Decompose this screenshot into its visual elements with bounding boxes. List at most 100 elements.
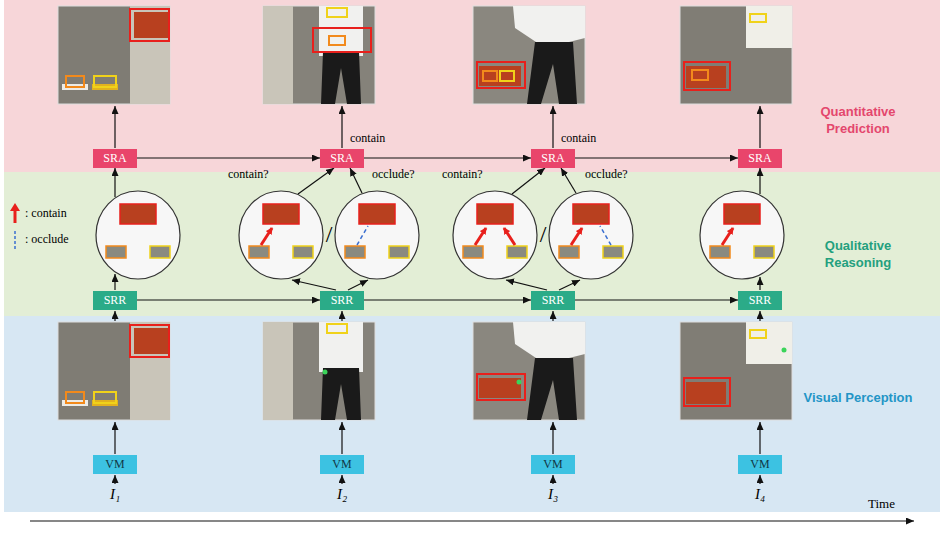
relation-graph	[96, 191, 180, 279]
srr-module: SRR	[738, 291, 782, 310]
bounding-box	[94, 76, 116, 87]
axis-label: Time	[868, 497, 895, 512]
bin	[134, 12, 168, 38]
contain-relation	[504, 228, 515, 245]
person-shirt	[319, 322, 363, 372]
occlude-relation	[357, 226, 368, 245]
shelf	[746, 322, 792, 364]
relation-query: contain?	[442, 168, 483, 182]
graph-outline	[335, 191, 419, 279]
bounding-box	[66, 392, 84, 403]
bounding-box	[477, 374, 525, 400]
flow-connector	[575, 299, 738, 300]
bounding-box	[684, 62, 730, 90]
bounding-box	[313, 28, 371, 52]
legend: : contain: occlude	[8, 200, 69, 252]
module-label: SRR	[749, 293, 772, 307]
frame-image	[473, 322, 585, 420]
module-label: SRA	[330, 151, 353, 165]
relation-graph	[700, 191, 784, 279]
cabinet	[130, 322, 170, 420]
object-icon	[710, 246, 730, 258]
flow-arrow	[552, 475, 553, 484]
band-title: Qualitative Reasoning	[802, 238, 914, 272]
flow-arrow	[114, 106, 115, 148]
frame-image	[263, 6, 375, 104]
flow-arrow	[341, 106, 342, 148]
photo-ground	[473, 322, 585, 420]
bounding-box	[750, 330, 766, 338]
frame-image	[58, 322, 170, 420]
sra-module: SRA	[738, 149, 782, 168]
relation-graph	[239, 191, 323, 279]
wrist-marker	[517, 380, 522, 385]
srr-module: SRR	[93, 291, 137, 310]
module-label: SRA	[541, 151, 564, 165]
contain-sample	[10, 203, 20, 211]
photo-ground	[263, 6, 375, 104]
bin	[686, 382, 726, 404]
vm-module: VM	[738, 455, 782, 474]
photo-ground	[473, 6, 585, 104]
flow-arrow	[114, 168, 115, 197]
band-title: Quantitative Prediction	[802, 104, 914, 138]
vm-module: VM	[531, 455, 575, 474]
graph-outline	[549, 191, 633, 279]
flow-arrow	[759, 277, 760, 290]
relation-graph	[335, 191, 419, 279]
legend-row: : contain	[8, 200, 69, 226]
bounding-box	[66, 76, 84, 87]
frame-image	[680, 6, 792, 104]
bin	[686, 66, 726, 88]
module-label: SRA	[748, 151, 771, 165]
relation-graph	[453, 191, 537, 279]
bounding-box	[750, 14, 766, 22]
vm-module: VM	[93, 455, 137, 474]
frame-image	[263, 322, 375, 420]
object-icon	[359, 204, 395, 224]
object-icon	[603, 246, 623, 258]
object-icon	[389, 246, 409, 258]
legend-row: : occlude	[8, 226, 69, 252]
occlude-sample	[14, 230, 16, 249]
time-axis	[30, 520, 914, 521]
sra-module: SRA	[320, 149, 364, 168]
frame-image	[680, 322, 792, 420]
object-icon	[263, 204, 299, 224]
photo-ground	[58, 6, 170, 104]
flow-arrow	[759, 422, 760, 454]
shelf	[746, 6, 792, 48]
flow-arrow	[759, 168, 760, 194]
contain-relation	[722, 228, 733, 245]
flow-connector	[575, 157, 738, 158]
module-label: VM	[543, 457, 562, 471]
object-icon	[507, 246, 527, 258]
object-icon	[249, 246, 269, 258]
object-icon	[106, 246, 126, 258]
legend-sample	[8, 202, 22, 224]
module-label: VM	[750, 457, 769, 471]
relation-output: contain	[350, 132, 385, 146]
flow-arrow	[341, 311, 342, 321]
photo-ground	[58, 322, 170, 420]
graph-outline	[239, 191, 323, 279]
flow-arrow	[759, 106, 760, 148]
wrist-marker	[782, 348, 787, 353]
person-pants	[527, 42, 577, 104]
object-icon	[724, 204, 760, 224]
photo-ground	[263, 322, 375, 420]
person-pants	[321, 368, 361, 420]
flow-arrow	[341, 422, 342, 454]
graph-outline	[96, 191, 180, 279]
object-icon	[120, 204, 156, 224]
bounding-box	[684, 378, 730, 406]
bounding-box	[692, 70, 708, 80]
bin	[134, 328, 168, 354]
relation-graph	[549, 191, 633, 279]
bounding-box	[327, 324, 347, 333]
module-label: SRR	[542, 293, 565, 307]
bounding-box	[477, 62, 525, 88]
cabinet	[263, 6, 293, 104]
